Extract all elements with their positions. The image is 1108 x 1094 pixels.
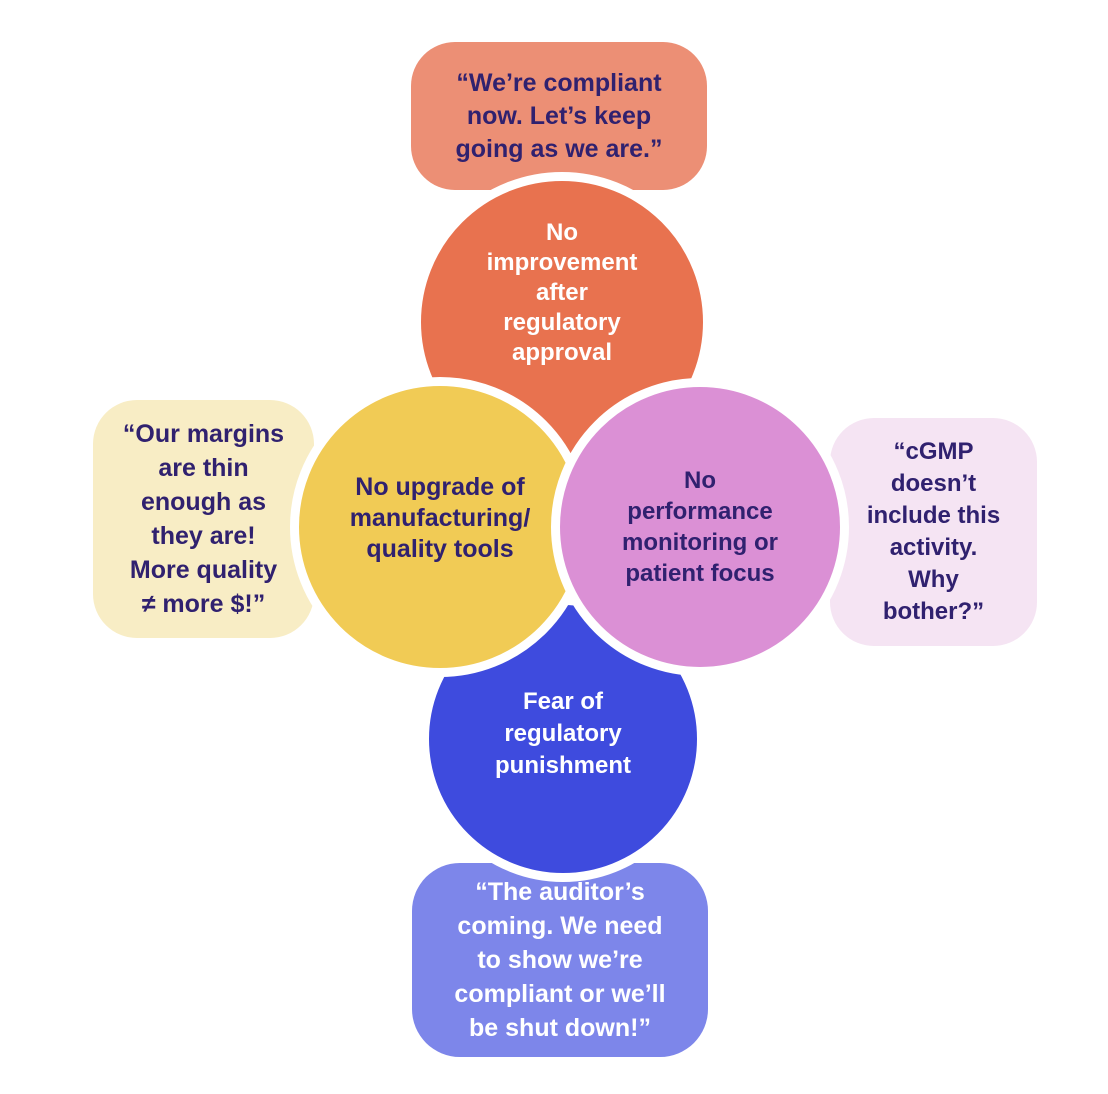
circle-no-upgrade: No upgrade of manufacturing/ quality too… xyxy=(290,377,590,677)
quote-bubble-top: “We’re compliant now. Let’s keep going a… xyxy=(411,42,707,190)
quote-bubble-left: “Our margins are thin enough as they are… xyxy=(93,400,314,638)
circle-no-performance-monitoring: No performance monitoring or patient foc… xyxy=(551,378,849,676)
quote-bubble-right: “cGMP doesn’t include this activity. Why… xyxy=(830,418,1037,646)
quote-bubble-bottom: “The auditor’s coming. We need to show w… xyxy=(412,863,708,1057)
